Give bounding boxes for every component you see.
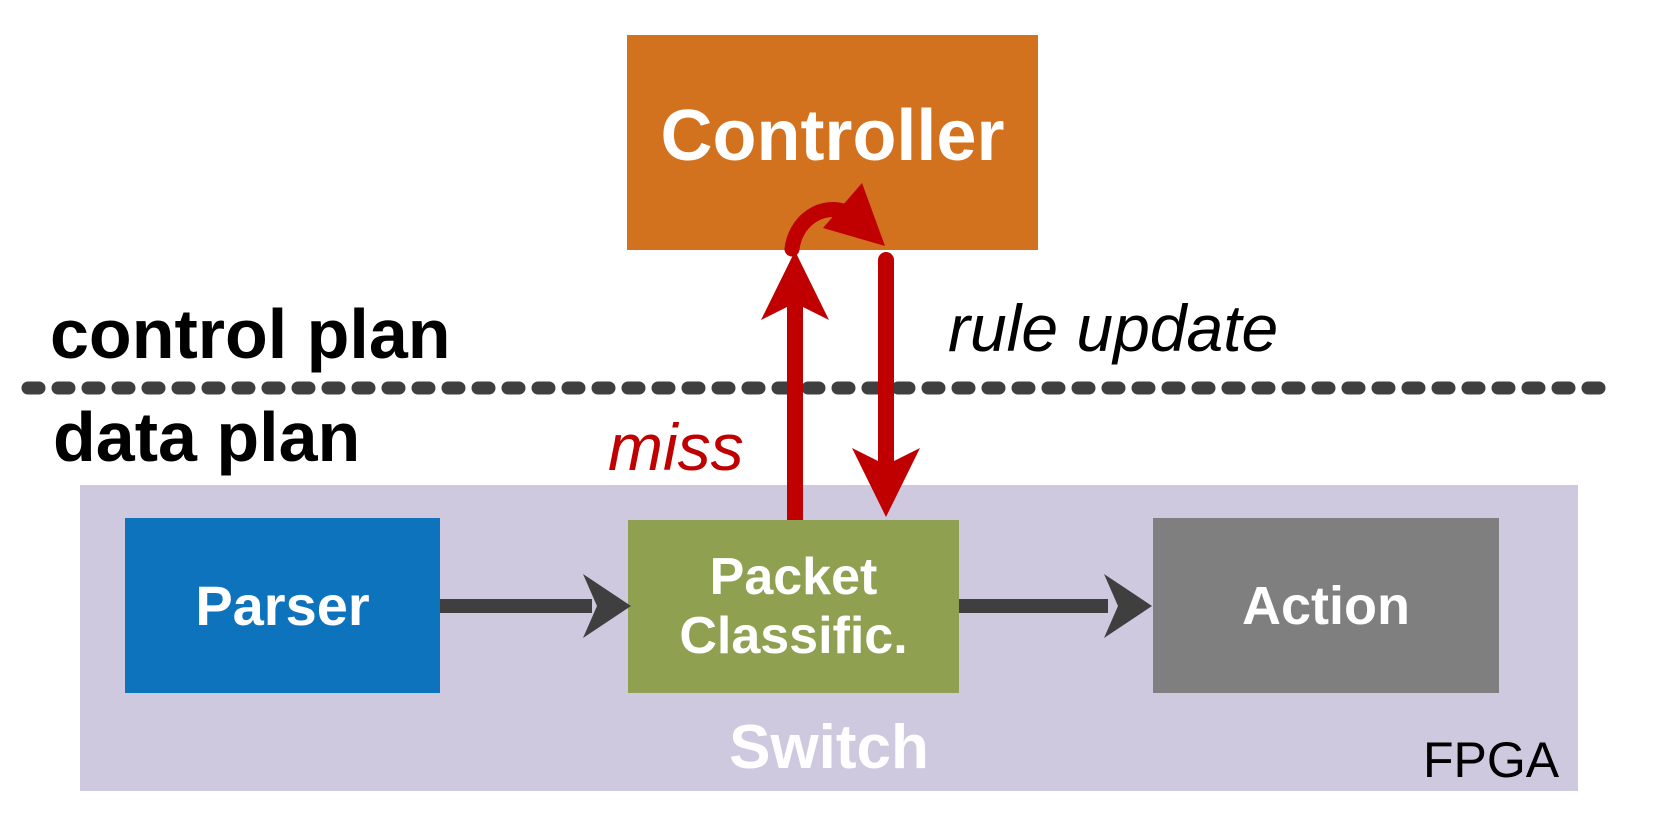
control-plane-label: control plan <box>50 295 451 373</box>
action-box: Action <box>1153 518 1499 693</box>
action-label: Action <box>1242 575 1410 636</box>
rule-update-down-arrow-icon <box>852 252 920 517</box>
miss-up-arrow-icon <box>761 251 829 520</box>
miss-label: miss <box>608 410 744 484</box>
rule-update-label: rule update <box>948 291 1279 365</box>
parser-box: Parser <box>125 518 440 693</box>
switch-label: Switch <box>729 713 929 782</box>
packet-classification-box: Packet Classific. <box>628 520 959 693</box>
packet-classification-label-line1: Packet <box>709 548 878 607</box>
data-plane-label: data plan <box>53 398 361 476</box>
parser-label: Parser <box>195 574 370 637</box>
packet-classification-label-line2: Classific. <box>679 606 908 665</box>
controller-label: Controller <box>660 96 1005 176</box>
controller-box: Controller <box>627 35 1038 250</box>
fpga-label: FPGA <box>1423 732 1560 788</box>
